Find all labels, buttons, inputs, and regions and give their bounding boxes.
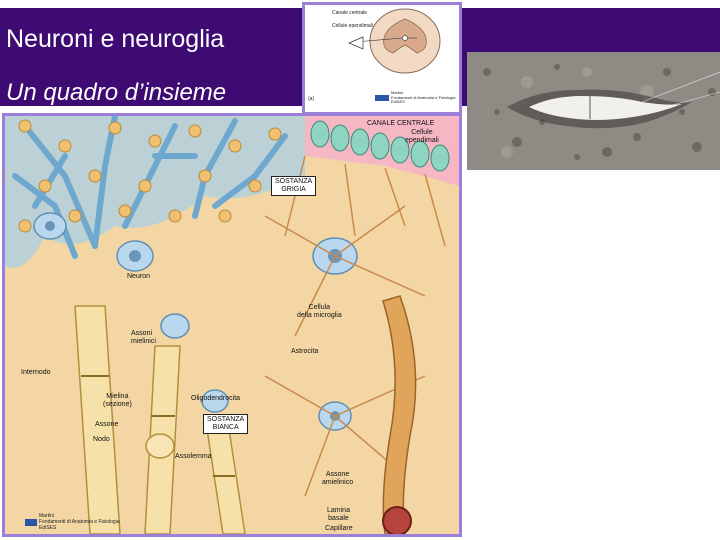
neuroglia-illustration: CANALE CENTRALE Cellule ependimali SOSTA… [2, 113, 462, 537]
label-canale-centrale: CANALE CENTRALE [367, 120, 435, 127]
label-lamina-basale: Lamina basale [327, 507, 350, 522]
inset-label-cellule-ependimali: Cellule ependimali [332, 23, 373, 29]
label-cellula-microglia: Cellula della microglia [297, 304, 342, 319]
label-oligodendrocita: Oligodendrocita [191, 395, 241, 402]
label-assolemma: Assolemma [175, 453, 212, 460]
micrograph-drawing [467, 52, 720, 170]
publisher-logo-mark [25, 519, 37, 526]
spinal-cord-inset: Canale centrale Cellule ependimali (a) M… [302, 2, 462, 115]
inset-publisher-logo-mark [375, 95, 389, 101]
label-capillare: Capillare [325, 525, 353, 532]
label-astrocita: Astrocita [291, 348, 319, 355]
label-assoni-mielinici: Assoni mielinici [131, 330, 156, 345]
spinal-cord-drawing [305, 5, 459, 112]
publisher-text: Martini Fondamenti di Anatomia e Fisiolo… [39, 513, 120, 531]
label-assone-amielinico: Assone amielinico [322, 471, 354, 486]
label-internodo: Internodo [21, 369, 51, 376]
label-assone: Assone [95, 421, 119, 428]
inset-label-canale-centrale: Canale centrale [332, 10, 368, 16]
slide-title: Neuroni e neuroglia [6, 25, 225, 53]
label-neuron: Neuron [127, 273, 150, 280]
inset-publisher-text: Martini Fondamenti di Anatomia e Fisiolo… [391, 90, 456, 104]
central-canal-micrograph [467, 52, 720, 170]
label-nodo: Nodo [93, 436, 110, 443]
inset-panel-letter: (a) [308, 96, 315, 102]
neuroglia-drawing [5, 116, 459, 534]
label-sostanza-grigia: SOSTANZA GRIGIA [271, 176, 317, 196]
label-mielina: Mielina (sezione) [103, 393, 132, 408]
label-cellule-ependimali: Cellule ependimali [405, 129, 439, 144]
slide-subtitle: Un quadro d’insieme [6, 79, 227, 106]
label-sostanza-bianca: SOSTANZA BIANCA [203, 414, 249, 434]
